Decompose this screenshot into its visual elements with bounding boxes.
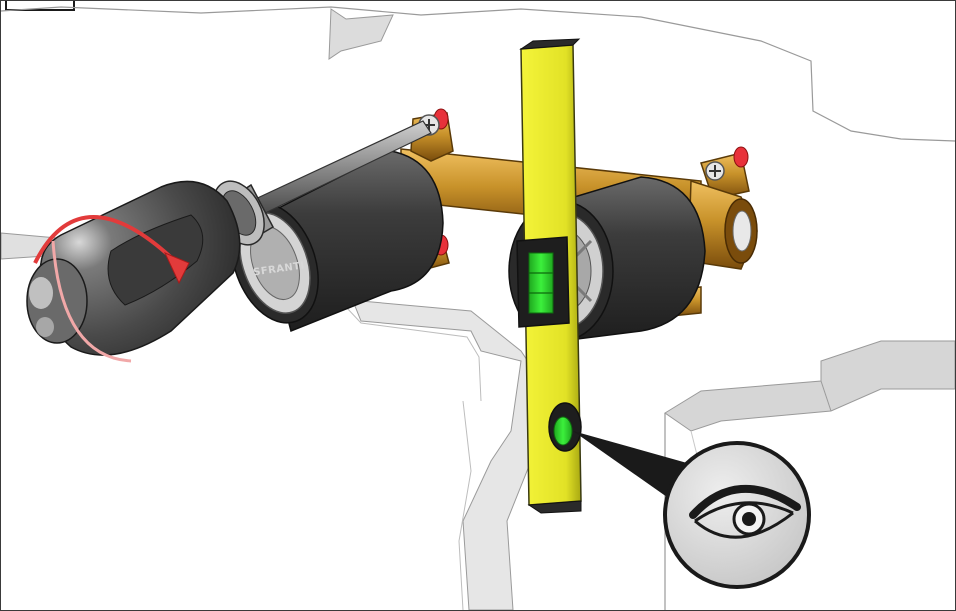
eye-icon xyxy=(689,484,801,539)
screwdriver-icon xyxy=(26,120,432,356)
spirit-level-icon xyxy=(516,38,582,514)
screw-icon xyxy=(705,161,725,181)
eye-callout xyxy=(573,431,811,589)
left-insulation-sleeve: SFRANTI xyxy=(231,150,444,333)
rotation-arrow-icon xyxy=(33,215,190,363)
corner-label-box xyxy=(5,1,75,11)
